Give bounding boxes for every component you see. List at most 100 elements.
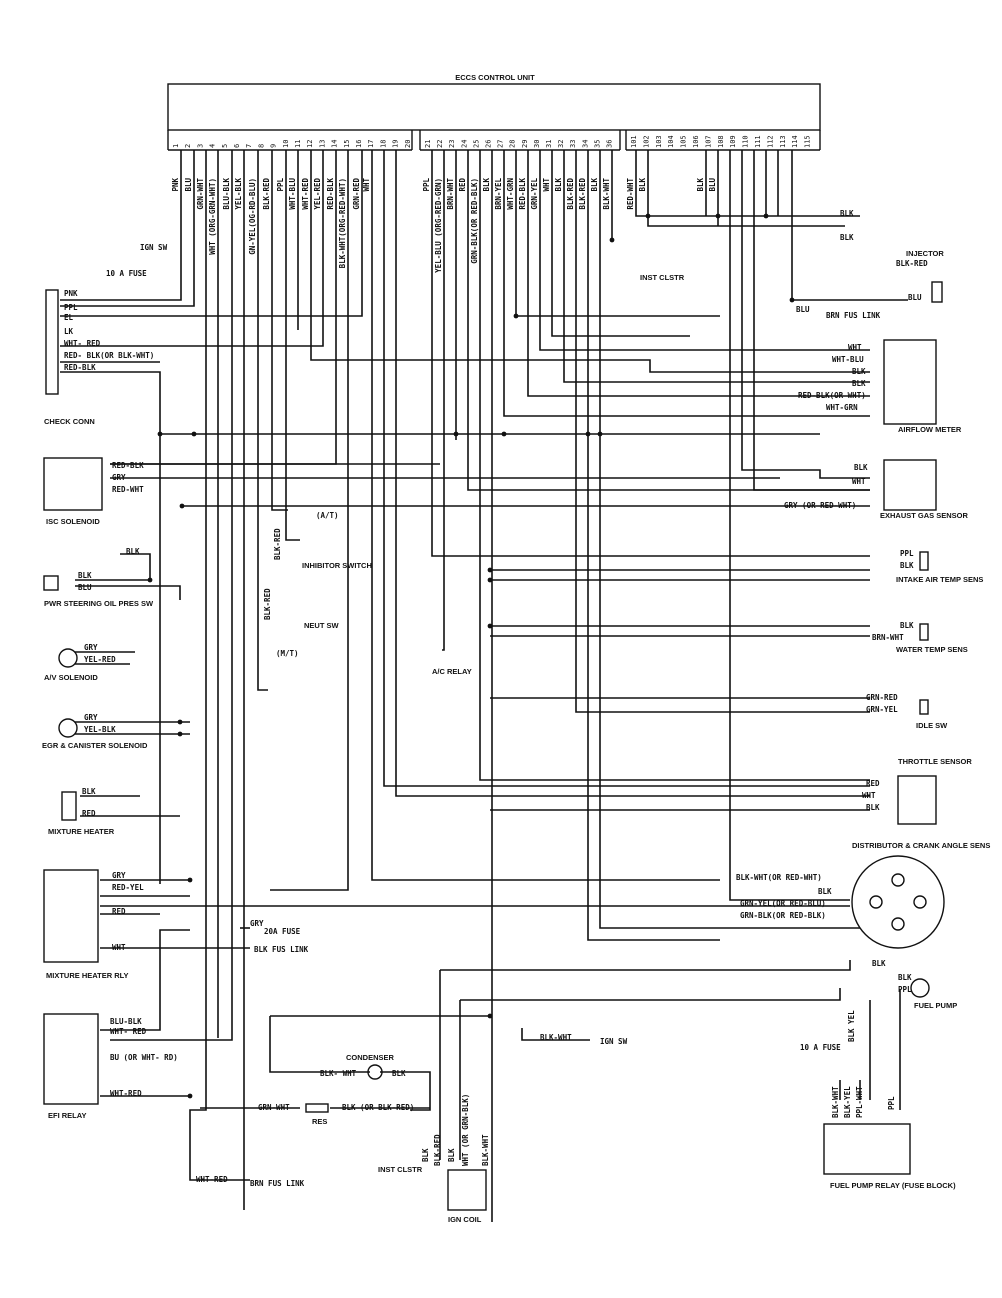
svg-text:GRY: GRY: [250, 919, 264, 928]
svg-text:BLK-RED: BLK-RED: [273, 528, 282, 560]
ecu-wire-label: WHT-BLU: [288, 178, 297, 210]
throttle-sensor: THROTTLE SENSOR RED WHT BLK: [862, 757, 972, 825]
svg-text:BLU: BLU: [796, 305, 810, 314]
svg-text:BLK (OR BLK-RED): BLK (OR BLK-RED): [342, 1103, 414, 1112]
ecu-pin-4: 4: [209, 144, 217, 148]
svg-text:BLK YEL: BLK YEL: [847, 1010, 856, 1042]
svg-text:WHT- RED: WHT- RED: [64, 339, 101, 348]
svg-text:BU (OR WHT- RD): BU (OR WHT- RD): [110, 1053, 178, 1062]
ecu-pin-25: 25: [472, 140, 480, 148]
svg-text:BLK: BLK: [898, 973, 912, 982]
svg-text:BLK: BLK: [840, 233, 854, 242]
pwr-steering-label: PWR STEERING OIL PRES SW: [44, 599, 154, 608]
pwr-steering-sw: BLK BLK BLU PWR STEERING OIL PRES SW: [43, 547, 154, 608]
isc-solenoid-label: ISC SOLENOID: [46, 517, 100, 526]
ecu-wire-label: BLU-BLK: [222, 178, 231, 210]
svg-text:PPL: PPL: [64, 303, 78, 312]
ecu-pin-24: 24: [460, 140, 468, 148]
svg-text:WHT: WHT: [848, 343, 862, 352]
ecu-pin-110: 110: [742, 135, 750, 148]
efi-relay-label: EFI RELAY: [48, 1111, 86, 1120]
ecu-wire-label: WHT-RED: [301, 178, 310, 210]
ign-coil-label: IGN COIL: [448, 1215, 482, 1224]
injector: INJECTOR BLK-RED BLU BLU BRN FUS LINK: [796, 249, 944, 320]
airflow-meter-label: AIRFLOW METER: [898, 425, 962, 434]
ecu-title: ECCS CONTROL UNIT: [455, 73, 535, 82]
ecu-pin-1: 1: [172, 144, 180, 148]
ecu-pin-13: 13: [318, 140, 326, 148]
ecu-pin-27: 27: [497, 140, 505, 148]
ecu-pin-108: 108: [717, 135, 725, 148]
intake-air-temp-sensor: PPL BLK INTAKE AIR TEMP SENS: [896, 549, 983, 584]
ecu-pin-109: 109: [729, 135, 737, 148]
ign-sw-label: IGN SW: [140, 243, 168, 252]
svg-text:BLK: BLK: [872, 959, 886, 968]
svg-text:GRN-BLK(OR RED-BLK): GRN-BLK(OR RED-BLK): [740, 911, 826, 920]
at-label: (A/T): [316, 511, 339, 520]
svg-text:BLK-WHT: BLK-WHT: [481, 1134, 490, 1166]
ecu-wire-label: RED: [458, 178, 467, 192]
svg-text:BLK: BLK: [854, 463, 868, 472]
svg-text:BLK: BLK: [900, 621, 914, 630]
svg-text:GRY: GRY: [112, 871, 126, 880]
ecu-wire-label: YEL-BLU (ORG-RED-GRN): [434, 178, 443, 273]
inst-clstr-bottom-label: INST CLSTR: [378, 1165, 423, 1174]
svg-text:BLK-YEL: BLK-YEL: [843, 1086, 852, 1118]
svg-text:WHT: WHT: [112, 943, 126, 952]
svg-text:RED: RED: [82, 809, 96, 818]
svg-text:LK: LK: [64, 327, 74, 336]
ecu-pin-19: 19: [392, 140, 400, 148]
svg-text:BLK-WHT: BLK-WHT: [831, 1086, 840, 1118]
svg-text:WHT: WHT: [862, 791, 876, 800]
fuel-pump-relay-label: FUEL PUMP RELAY (FUSE BLOCK): [830, 1181, 956, 1190]
svg-text:BLK: BLK: [82, 787, 96, 796]
ecu-pin-17: 17: [367, 140, 375, 148]
ecu-pin-26: 26: [485, 140, 493, 148]
ecu-wire-label: BLU: [184, 178, 193, 192]
svg-text:CONDENSER: CONDENSER: [346, 1053, 395, 1062]
neut-sw-label: NEUT SW: [304, 621, 340, 630]
airflow-meter: WHT WHT-BLU BLK BLK RED-BLK(OR WHT) WHT-…: [798, 339, 962, 434]
ac-relay-label: A/C RELAY: [432, 667, 472, 676]
ecu-pin-111: 111: [754, 135, 762, 148]
svg-text:PPL: PPL: [887, 1096, 896, 1110]
ecu-wire-label: GRN-BLK(OR RED-BLK): [470, 178, 479, 264]
svg-text:BLK-RED: BLK-RED: [896, 259, 928, 268]
fuel-pump: BLK PPL FUEL PUMP: [898, 973, 957, 1010]
ecu-wire-label: RED-BLK: [326, 178, 335, 210]
ecu-pin-16: 16: [355, 140, 363, 148]
svg-text:EL: EL: [64, 313, 74, 322]
ecu-wire-label: BRN-WHT: [446, 178, 455, 210]
ecu-wire-label: GN-YEL(OG-RD-BLU): [248, 178, 257, 255]
mt-label: (M/T): [276, 649, 299, 658]
ecu-pin-113: 113: [779, 135, 787, 148]
ecu-wire-label: RED-BLK: [518, 178, 527, 210]
svg-text:WHT-GRN: WHT-GRN: [826, 403, 858, 412]
blk-fus-link-label: BLK FUS LINK: [254, 945, 309, 954]
av-solenoid: GRY YEL-RED A/V SOLENOID: [44, 643, 116, 682]
svg-text:RED-BLK(OR WHT): RED-BLK(OR WHT): [798, 391, 866, 400]
svg-text:WHT: WHT: [852, 477, 866, 486]
svg-text:RED-WHT: RED-WHT: [112, 485, 144, 494]
ecu-pin-2: 2: [184, 144, 192, 148]
ecu-pin-35: 35: [593, 140, 601, 148]
idle-sw: GRN-RED GRN-YEL IDLE SW: [866, 693, 948, 730]
ecu-body: [167, 83, 821, 131]
svg-text:RED-BLK: RED-BLK: [64, 363, 96, 372]
ecu-pin-32: 32: [557, 140, 565, 148]
ecu-pin-104: 104: [667, 135, 675, 148]
ecu-pin-15: 15: [343, 140, 351, 148]
water-temp-sensor: BLK BRN-WHT WATER TEMP SENS: [872, 621, 968, 654]
ecu-wire-label: BLK: [482, 178, 491, 192]
check-conn-label: CHECK CONN: [44, 417, 95, 426]
svg-text:THROTTLE SENSOR: THROTTLE SENSOR: [898, 757, 972, 766]
av-solenoid-label: A/V SOLENOID: [44, 673, 98, 682]
svg-text:GRN-YEL(OR RED-BLU): GRN-YEL(OR RED-BLU): [740, 899, 826, 908]
ecu-pin-115: 115: [804, 135, 812, 148]
ecu-pin-14: 14: [331, 140, 339, 148]
ecu-pin-5: 5: [221, 144, 229, 148]
svg-text:BLK: BLK: [900, 561, 914, 570]
ecu-wire-label: WHT: [362, 178, 371, 192]
ecu-pin-8: 8: [257, 144, 265, 148]
